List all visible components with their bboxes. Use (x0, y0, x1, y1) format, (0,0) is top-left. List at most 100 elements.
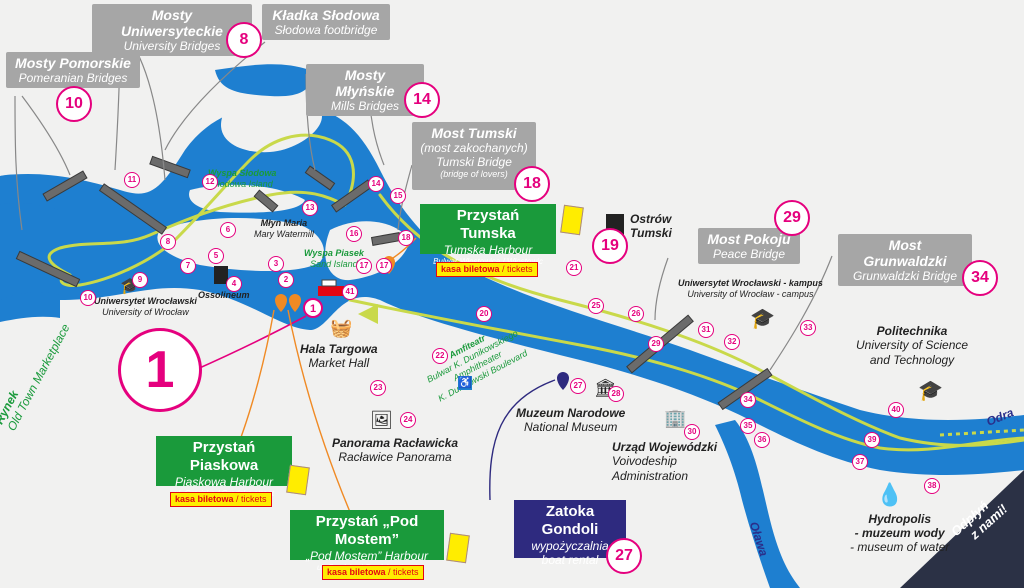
poi-marker: 25 (588, 298, 604, 314)
label-subtitle: Mary Watermill (254, 229, 314, 239)
poi-marker: 32 (724, 334, 740, 350)
poi-marker: 20 (476, 306, 492, 322)
island-subtitle: Sand Island (310, 259, 358, 269)
label-panorama: Panorama Racławicka Racławice Panorama (332, 436, 458, 465)
box-mosty-mlynskie: Mosty Młyńskie Mills Bridges (306, 64, 424, 116)
poi-marker: 5 (208, 248, 224, 264)
route-arrow (358, 304, 378, 324)
harbour-tumska: Przystań Tumska Tumska Harbour Bulwar Wł… (420, 204, 556, 276)
label-title: Młyn Maria (260, 218, 308, 228)
harbour-pins (275, 256, 395, 312)
poi-marker: 14 (368, 176, 384, 192)
box-most-grunwaldzki: Most Grunwaldzki Grunwaldzki Bridge (838, 234, 972, 286)
label-title: Hala Targowa (300, 342, 378, 356)
poi-marker: 37 (852, 454, 868, 470)
route-continuation (939, 428, 1024, 437)
island-piasek: Wyspa Piasek Sand Island (304, 248, 364, 270)
poi-marker: 38 (924, 478, 940, 494)
label-subtitle: Market Hall (308, 356, 370, 370)
box-subtitle: Słodowa footbridge (274, 23, 378, 37)
ticket-normal: / tickets (385, 567, 419, 577)
box-subtitle: Peace Bridge (712, 247, 786, 261)
ticket-normal: / tickets (233, 494, 267, 504)
poi-marker: 28 (608, 386, 624, 402)
island-title: Wyspa Piasek (304, 248, 364, 258)
poi-marker: 23 (370, 380, 386, 396)
label-politechnika: Politechnika University of Science and T… (856, 324, 968, 368)
label-subtitle: University of Wrocław - campus (687, 289, 814, 299)
bignum-27: 27 (606, 538, 642, 574)
poi-marker: 36 (754, 432, 770, 448)
box-title: Mosty Pomorskie (15, 55, 131, 71)
box-title: Most Tumski (431, 125, 517, 141)
poi-marker: 29 (648, 336, 664, 352)
box-subtitle: University Bridges (123, 39, 221, 53)
box-title: Most Grunwaldzki (863, 237, 947, 269)
island-subtitle: Słodowa Island (211, 179, 273, 189)
bignum-19: 19 (592, 228, 628, 264)
label-title: Uniwersytet Wrocławski (94, 296, 197, 306)
poi-marker: 15 (390, 188, 406, 204)
bignum-14: 14 (404, 82, 440, 118)
ticket-tumska: kasa biletowa / tickets (436, 262, 538, 277)
poi-marker: 9 (132, 272, 148, 288)
label-ostrow-tumski: Ostrów Tumski (630, 212, 672, 240)
bignum-8: 8 (226, 22, 262, 58)
poi-marker: 24 (400, 412, 416, 428)
label-subtitle: National Museum (523, 420, 618, 434)
poi-marker: 3 (268, 256, 284, 272)
label-subtitle: University of Wrocław (102, 307, 189, 317)
label-hala-targowa: Hala Targowa Market Hall (300, 342, 378, 371)
water-drop-icon: 💧 (876, 482, 904, 507)
ticket-bold: kasa biletowa (441, 264, 500, 274)
box-title: Most Pokoju (707, 231, 791, 247)
label-subtitle: Tumski (630, 226, 672, 240)
box-mosty-uniwersyteckie: Mosty Uniwersyteckie University Bridges (92, 4, 252, 56)
poi-marker: 17 (356, 258, 372, 274)
graduation-cap-icon: 🎓 (918, 380, 943, 402)
poi-marker: 34 (740, 392, 756, 408)
harbour-title: Przystań Tumska (456, 207, 520, 242)
harbour-subtitle: „Pod Mostem” Harbour (305, 549, 429, 563)
label-title: Panorama Racławicka (332, 436, 459, 450)
painting-icon: 🖼 (370, 410, 393, 430)
poi-marker: 13 (302, 200, 318, 216)
svg-text:1: 1 (310, 303, 316, 315)
box-title: Mosty Uniwersyteckie (121, 7, 223, 39)
gondola-subtitle: wypożyczalnia (531, 539, 609, 553)
label-mlyn-maria: Młyn Maria Mary Watermill (254, 218, 314, 240)
label-uwr: Uniwersytet Wrocławski University of Wro… (94, 296, 197, 318)
label-urzad-wojewodzki: Urząd Wojewódzki Voivodeship Administrat… (612, 440, 717, 484)
box-subtitle-en: Tumski Bridge (436, 155, 512, 169)
harbour-title: Przystań „Pod Mostem” (315, 513, 419, 548)
box-title: Mosty Młyńskie (335, 67, 395, 99)
label-subtitle: Racławice Panorama (338, 450, 452, 464)
label-title: Ostrów (630, 212, 672, 226)
ticket-icon (560, 204, 584, 236)
harbour-subtitle: Tumska Harbour (443, 243, 533, 257)
label-subtitle: - muzeum wody (854, 526, 945, 540)
harbour-piaskowa: Przystań Piaskowa Piaskowa Harbour ul. G… (156, 436, 292, 498)
poi-marker: 31 (698, 322, 714, 338)
poi-marker: 22 (432, 348, 448, 364)
poi-marker: 21 (566, 260, 582, 276)
basket-icon: 🧺 (330, 318, 353, 338)
label-title: Urząd Wojewódzki (612, 440, 718, 454)
label-title: Politechnika (876, 324, 948, 338)
start-marker: 1 (303, 298, 323, 318)
ticket-piaskowa: kasa biletowa / tickets (170, 492, 272, 507)
poi-marker: 12 (202, 174, 218, 190)
gondola-subtitle-en: boat rental (541, 553, 599, 567)
bignum-10: 10 (56, 86, 92, 122)
label-subtitle: Voivodeship (612, 454, 677, 468)
poi-marker: 35 (740, 418, 756, 434)
ticket-bold: kasa biletowa (327, 567, 386, 577)
ticket-normal: / tickets (499, 264, 533, 274)
poi-marker: 11 (124, 172, 140, 188)
box-kladka-slodowa: Kładka Słodowa Słodowa footbridge (262, 4, 390, 40)
label-title: Uniwersytet Wrocławski - kampus (678, 278, 823, 288)
wheelchair-icon: ♿ (458, 376, 472, 390)
poi-marker: 39 (864, 432, 880, 448)
label-subtitle-2: Administration (612, 469, 689, 483)
